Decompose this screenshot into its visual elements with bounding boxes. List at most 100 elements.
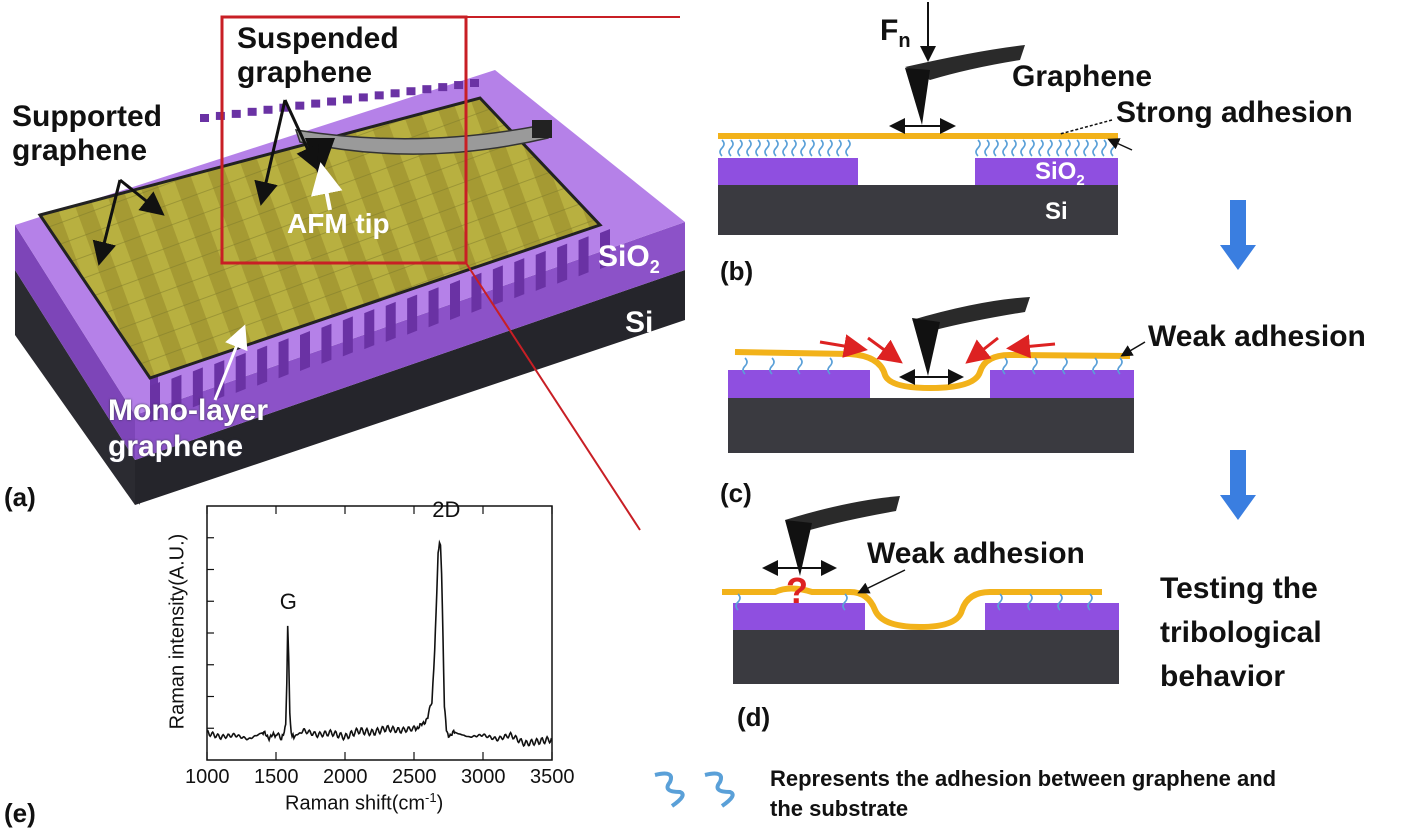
panel-c-cross-section bbox=[728, 297, 1146, 453]
x-tick-label: 2500 bbox=[392, 766, 437, 788]
sio2-label-a: SiO2 bbox=[598, 240, 660, 277]
legend-squiggle-icon bbox=[654, 771, 735, 808]
adhesion-squiggle bbox=[719, 139, 725, 157]
trench bbox=[390, 89, 400, 98]
adhesion-squiggle bbox=[735, 593, 741, 611]
trench bbox=[557, 243, 568, 284]
trench bbox=[342, 95, 352, 104]
adhesion-squiggle bbox=[1083, 139, 1089, 157]
peak-label: G bbox=[279, 588, 297, 614]
mono-layer-arrow bbox=[213, 324, 248, 401]
mono-layer-label: Mono-layer graphene bbox=[108, 394, 269, 463]
adhesion-squiggle bbox=[737, 139, 743, 157]
trench bbox=[321, 323, 332, 364]
trench bbox=[454, 81, 464, 90]
trench bbox=[450, 280, 460, 320]
testing-label: Testing the tribological behavior bbox=[1160, 572, 1322, 693]
down-arrow-2 bbox=[1220, 450, 1256, 520]
trench bbox=[295, 101, 305, 110]
adhesion-squiggle bbox=[1002, 139, 1008, 157]
trench bbox=[257, 345, 268, 386]
si-label-b: Si bbox=[1045, 198, 1068, 225]
adhesion-squiggle bbox=[782, 139, 788, 157]
peak-label: 2D bbox=[432, 497, 461, 523]
panel-b-label: (b) bbox=[720, 256, 754, 286]
adhesion-squiggle bbox=[1092, 357, 1098, 375]
x-axis-label: Raman shift(cm-1) bbox=[285, 790, 444, 815]
si-label-a: Si bbox=[625, 306, 654, 339]
zoom-box bbox=[220, 15, 468, 265]
adhesion-squiggle bbox=[1062, 357, 1068, 375]
trench bbox=[535, 250, 546, 291]
trench bbox=[374, 91, 384, 100]
trench bbox=[214, 360, 225, 401]
adhesion-squiggle bbox=[1092, 139, 1098, 157]
x-tick-label: 1000 bbox=[185, 766, 230, 788]
panel-d-cross-section bbox=[722, 496, 1119, 684]
adhD-squiggles bbox=[735, 593, 1093, 611]
trench bbox=[231, 109, 241, 118]
trench bbox=[406, 87, 416, 96]
trench bbox=[600, 229, 610, 269]
trench bbox=[247, 107, 257, 116]
suspended-graphene-label: Suspended graphene bbox=[237, 22, 399, 89]
trench bbox=[215, 111, 225, 120]
adhesion-squiggle bbox=[1027, 593, 1033, 611]
trench bbox=[263, 105, 273, 114]
trench bbox=[422, 85, 432, 94]
adhesion-squiggle bbox=[984, 139, 990, 157]
adhesion-squiggle bbox=[1087, 593, 1093, 611]
adhesion-squiggle bbox=[764, 139, 770, 157]
adhesion-squiggle bbox=[797, 357, 803, 375]
weak-adhesion-label-c: Weak adhesion bbox=[1148, 320, 1366, 353]
supported-graphene-label: Supported graphene bbox=[12, 100, 162, 167]
pointer-arrows bbox=[92, 99, 319, 266]
adhesion-squiggle bbox=[827, 357, 833, 375]
adhesion-squiggle bbox=[1011, 139, 1017, 157]
trench bbox=[235, 352, 246, 393]
zoom-line-bottom bbox=[465, 262, 641, 531]
plot-frame bbox=[206, 505, 553, 761]
trench bbox=[171, 374, 182, 415]
legend-text: Represents the adhesion between graphene… bbox=[770, 766, 1277, 821]
adhesion-squiggle bbox=[769, 357, 775, 375]
si-block-b bbox=[718, 185, 1118, 235]
x-tick-label: 2000 bbox=[323, 766, 368, 788]
adhesion-squiggle bbox=[993, 139, 999, 157]
trench bbox=[192, 367, 203, 408]
trench-ticks bbox=[150, 79, 610, 422]
adhesion-squiggle bbox=[818, 139, 824, 157]
adhesion-squiggle bbox=[1047, 139, 1053, 157]
flow-arrows bbox=[1220, 200, 1256, 520]
panel-b-cross-section bbox=[718, 2, 1133, 235]
panel-a-substrate bbox=[15, 70, 685, 505]
panel-d-label: (d) bbox=[737, 702, 771, 732]
adhesion-squiggle bbox=[746, 139, 752, 157]
adhesion-squiggle bbox=[1002, 357, 1008, 375]
strong-adhesion-label: Strong adhesion bbox=[1116, 96, 1353, 129]
adhesion-squiggle bbox=[1074, 139, 1080, 157]
adhesion-squiggle bbox=[1056, 139, 1062, 157]
adhesion-squiggle bbox=[975, 139, 981, 157]
adhesion-squiggle bbox=[742, 357, 748, 375]
adhC-squiggles bbox=[742, 357, 1123, 375]
x-tick-label: 1500 bbox=[254, 766, 299, 788]
trench bbox=[364, 309, 375, 350]
adhesion-squiggle bbox=[800, 139, 806, 157]
adhesion-squiggle bbox=[997, 593, 1003, 611]
trench bbox=[300, 331, 310, 371]
trench bbox=[407, 294, 418, 335]
adhesion-squiggle bbox=[773, 139, 779, 157]
raman-spectrum-line bbox=[206, 539, 553, 748]
sio2-front-right bbox=[135, 222, 685, 460]
sio2-left-b bbox=[718, 158, 858, 185]
trench bbox=[150, 382, 160, 422]
trench bbox=[492, 265, 503, 306]
trench bbox=[514, 258, 525, 299]
weak-adhesion-label-d: Weak adhesion bbox=[867, 537, 1085, 570]
adhesion-squiggle bbox=[755, 139, 761, 157]
adhesion-squiggle bbox=[1065, 139, 1071, 157]
panel-c-label: (c) bbox=[720, 478, 752, 508]
adhesion-squiggle bbox=[1101, 139, 1107, 157]
